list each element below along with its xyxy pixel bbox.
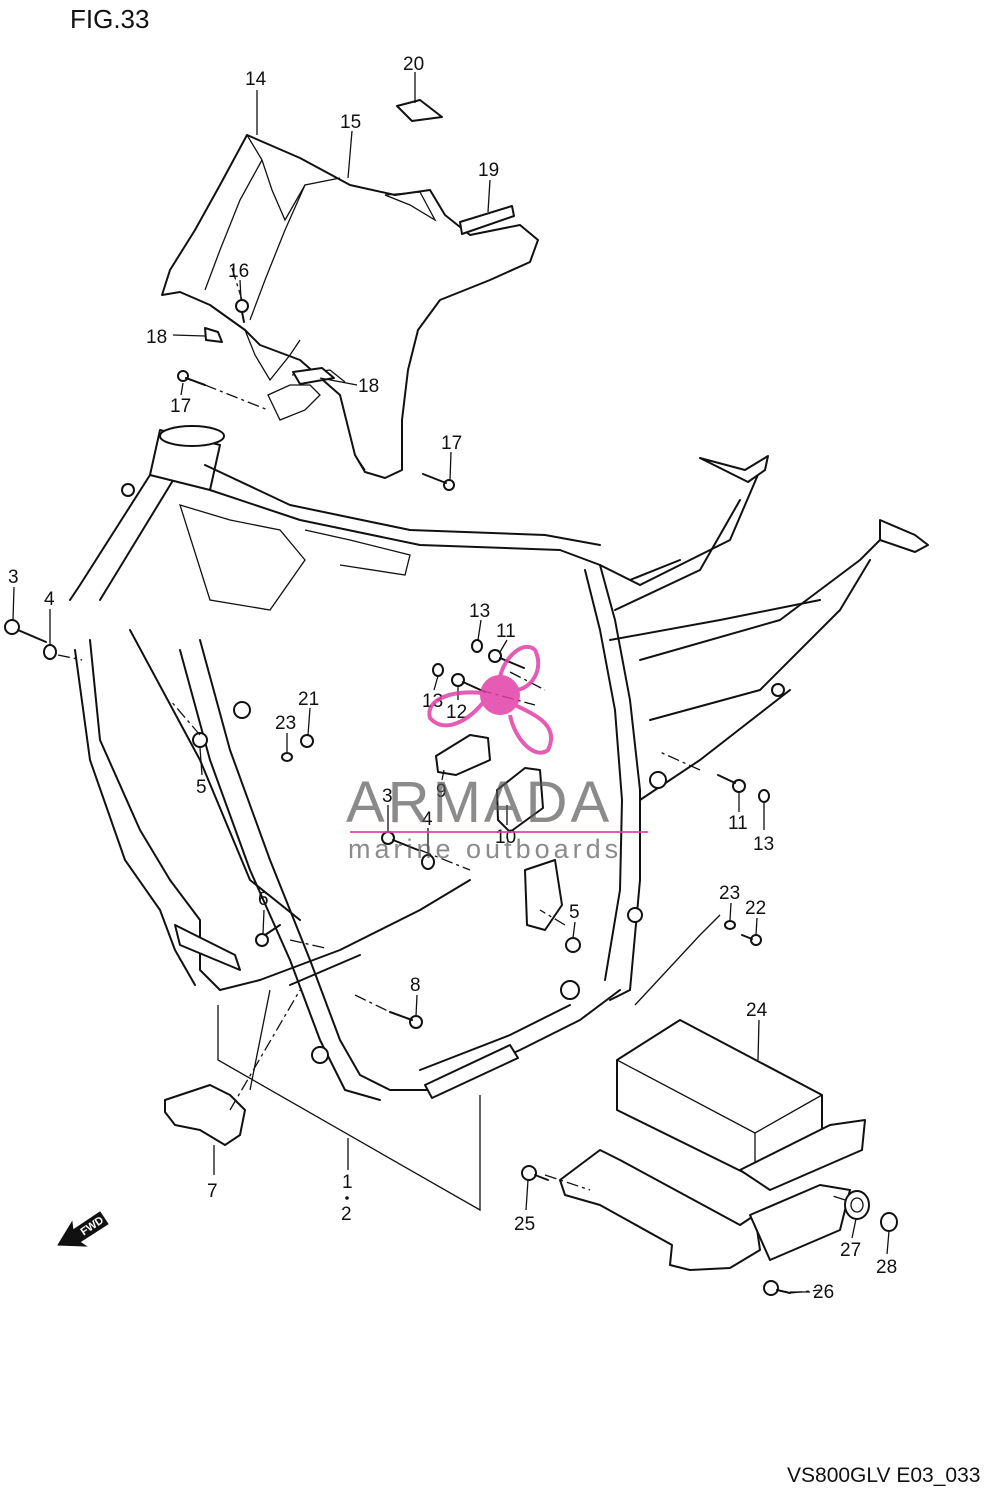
callout-24: 24 — [746, 1000, 768, 1021]
callout-16: 16 — [228, 261, 249, 282]
callout-11a: 11 — [496, 621, 516, 642]
gusset-part — [524, 859, 563, 931]
watermark-brand: ARMADA — [346, 770, 612, 835]
bolt-part-11b — [717, 774, 746, 793]
emblem-part-19 — [459, 205, 515, 235]
bolt-part-11a — [488, 649, 525, 669]
grommet-part-27 — [844, 1190, 870, 1220]
callout-27: 27 — [840, 1240, 861, 1261]
callout-17b: 17 — [441, 433, 462, 454]
front-cover-part — [161, 134, 539, 479]
nut-part-13b — [432, 663, 444, 677]
clip-part-18b — [292, 367, 335, 385]
bracket-part-7 — [164, 1084, 246, 1146]
callout-23b: 23 — [719, 883, 740, 904]
callout-5a: 5 — [196, 777, 207, 798]
figure-title: FIG.33 — [70, 4, 149, 34]
callout-2: 2 — [341, 1204, 352, 1225]
nut-part-13a — [471, 639, 483, 653]
callout-4b: 4 — [422, 809, 433, 830]
washer-part-23b — [724, 920, 736, 930]
nut-part-5b — [565, 937, 581, 953]
bolt-part-21 — [300, 734, 314, 748]
washer-part-4a — [43, 644, 57, 660]
callout-21: 21 — [298, 689, 319, 710]
bolt-part-26 — [763, 1280, 791, 1296]
callout-22: 22 — [745, 898, 766, 919]
callout-9: 9 — [436, 781, 447, 802]
propeller-logo-icon — [427, 644, 553, 755]
callout-6: 6 — [258, 889, 269, 910]
bolt-part-12 — [451, 673, 486, 693]
callout-18b: 18 — [358, 376, 379, 397]
callout-12: 12 — [446, 702, 467, 723]
shock-mount-part — [699, 455, 929, 553]
callout-20: 20 — [403, 54, 424, 75]
callout-25: 25 — [514, 1214, 535, 1235]
callout-4a: 4 — [44, 589, 55, 610]
bolt-part-25 — [521, 1165, 549, 1181]
main-frame-part — [69, 425, 891, 1101]
callout-13a: 13 — [469, 601, 490, 622]
clip-part-18a — [204, 327, 223, 343]
callout-23a: 23 — [275, 713, 296, 734]
bolt-part-3a — [4, 619, 47, 643]
washer-part-23a — [281, 752, 293, 762]
nut-part-5a — [192, 732, 208, 748]
callout-15: 15 — [340, 112, 361, 133]
bolt-part-8 — [389, 1011, 423, 1029]
callout-7: 7 — [207, 1181, 218, 1202]
callout-13c: 13 — [753, 834, 774, 855]
callout-1: 1 — [342, 1172, 353, 1193]
armada-watermark: ARMADA marine outboards — [346, 644, 648, 864]
callout-3b: 3 — [382, 786, 393, 807]
callout-26: 26 — [813, 1282, 834, 1303]
bolt-part-17b — [422, 473, 455, 491]
watermark-tagline: marine outboards — [348, 834, 622, 864]
fwd-arrow-icon: FWD — [57, 1211, 109, 1247]
callout-5b: 5 — [569, 902, 580, 923]
callout-3a: 3 — [8, 567, 19, 588]
callout-dot — [345, 1196, 349, 1200]
callout-28: 28 — [876, 1257, 897, 1278]
battery-tray-part — [559, 1019, 866, 1271]
callout-19: 19 — [478, 160, 499, 181]
bolt-part-6 — [255, 924, 281, 947]
callout-17a: 17 — [170, 396, 191, 417]
callout-8: 8 — [410, 975, 421, 996]
callout-14: 14 — [245, 69, 267, 90]
bolt-part-22 — [741, 934, 762, 946]
leader-lines — [12, 72, 890, 1293]
callout-11b: 11 — [728, 813, 748, 834]
callout-18a: 18 — [146, 327, 167, 348]
collar-part-28 — [880, 1212, 898, 1232]
decal-part-20 — [396, 99, 443, 122]
bolt-part-17a — [177, 370, 206, 386]
bolt-part-3b — [381, 831, 419, 851]
bracket-part-9 — [435, 734, 491, 776]
figure-code: VS800GLV E03_033 — [787, 1464, 980, 1487]
nut-part-13c — [758, 789, 770, 803]
bracket-part-10 — [496, 767, 544, 833]
